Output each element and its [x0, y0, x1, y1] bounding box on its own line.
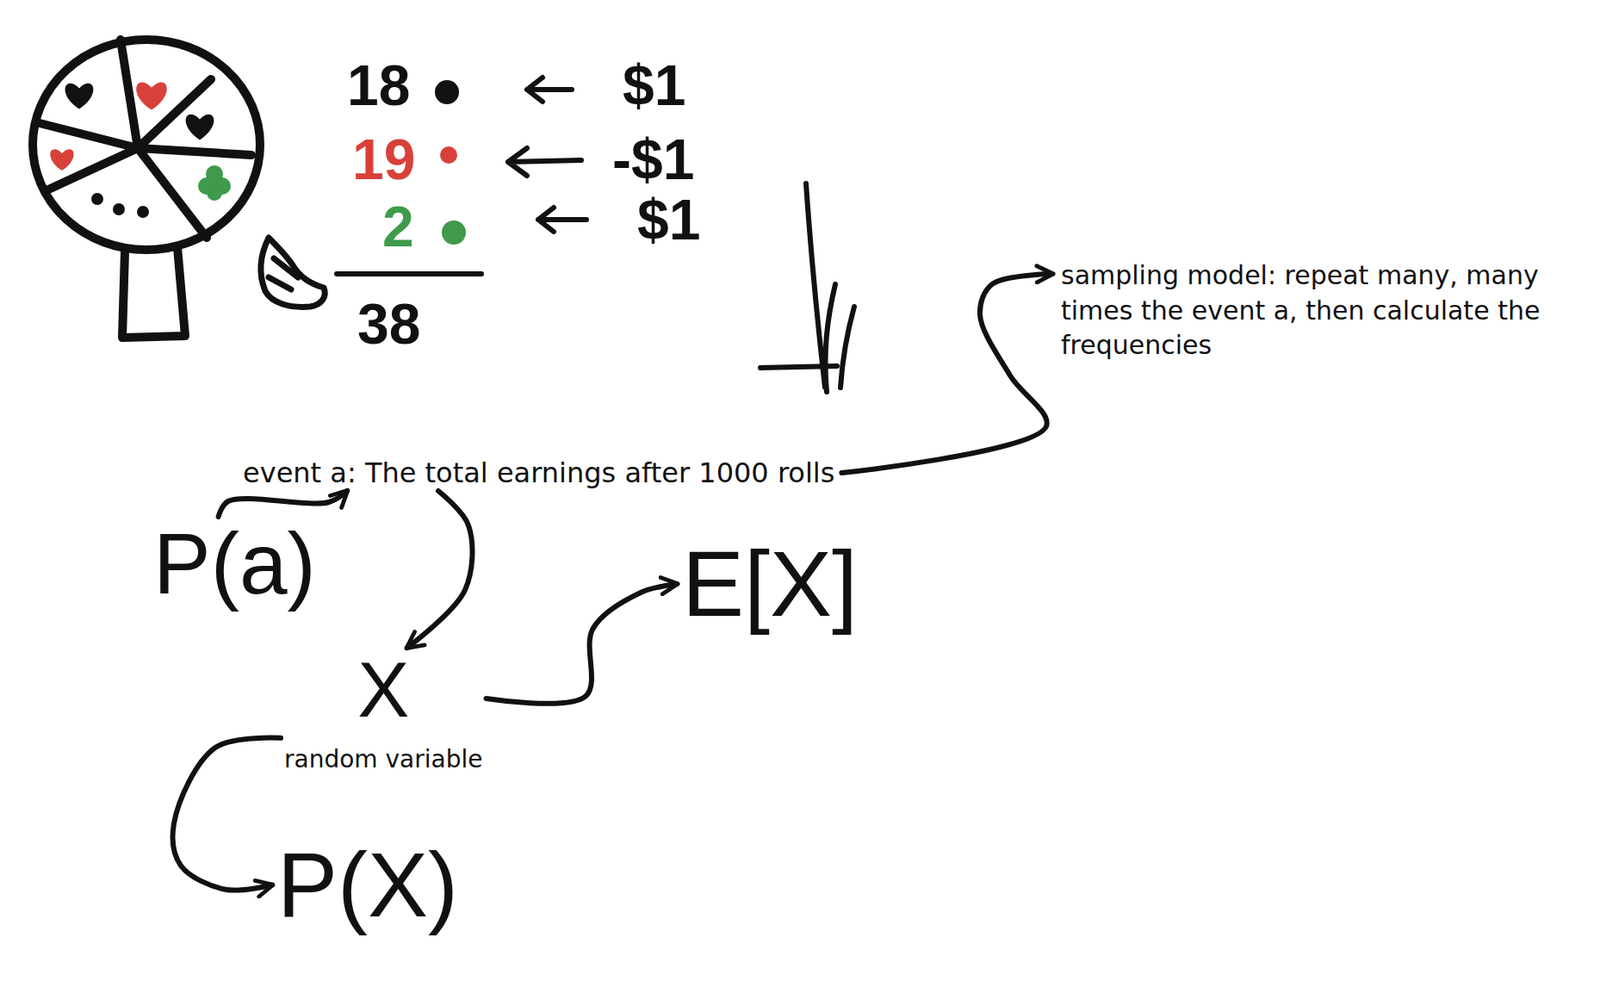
green-club — [198, 165, 231, 201]
distribution-expression: P(X) — [277, 839, 459, 931]
expected-value: E[X] — [682, 537, 858, 631]
wheel-stand — [122, 247, 186, 338]
random-variable: Xrandom variable — [284, 651, 483, 772]
green-dot — [441, 220, 466, 245]
node-text: sampling model: repeat many, many times … — [1060, 258, 1544, 364]
sampling-note: sampling model: repeat many, many times … — [1060, 258, 1544, 364]
total-count: 38 — [357, 295, 421, 353]
event-definition: event a: The total earnings after 1000 r… — [242, 458, 835, 487]
payout-amount: $1 — [637, 191, 701, 249]
connector-arrow — [841, 273, 1053, 473]
black-heart — [186, 114, 215, 141]
count-number: 2 — [382, 198, 415, 255]
payout-amount: $1 — [622, 56, 686, 114]
black-dot — [434, 80, 459, 105]
node-subtext: random variable — [284, 747, 483, 772]
connector-arrow — [218, 490, 348, 517]
red-heart — [136, 81, 168, 110]
probability-expression: P(a) — [153, 520, 317, 607]
red-dot — [440, 146, 458, 164]
wheel-dots — [91, 192, 149, 218]
node-text: event a: The total earnings after 1000 r… — [242, 458, 835, 487]
payout-arrow — [508, 148, 582, 176]
node-text: P(a) — [153, 520, 317, 607]
node-text: X — [284, 651, 483, 729]
connector-arrow — [407, 490, 473, 648]
connector-arrow — [173, 737, 281, 891]
count-number: 18 — [347, 56, 410, 114]
connector-arrow — [485, 583, 677, 704]
roulette-wheel — [32, 39, 261, 250]
node-text: E[X] — [682, 537, 858, 631]
pointing-hand — [260, 237, 325, 307]
red-heart — [49, 148, 74, 171]
node-text: P(X) — [277, 839, 459, 931]
payout-amount: -$1 — [612, 130, 695, 188]
payout-arrow — [527, 77, 572, 102]
black-heart — [65, 83, 94, 110]
payout-arrow — [538, 207, 587, 232]
wheel-spokes — [36, 39, 252, 238]
count-number: 19 — [352, 130, 416, 188]
sum-line — [336, 271, 482, 277]
scribble-mark — [760, 183, 855, 392]
